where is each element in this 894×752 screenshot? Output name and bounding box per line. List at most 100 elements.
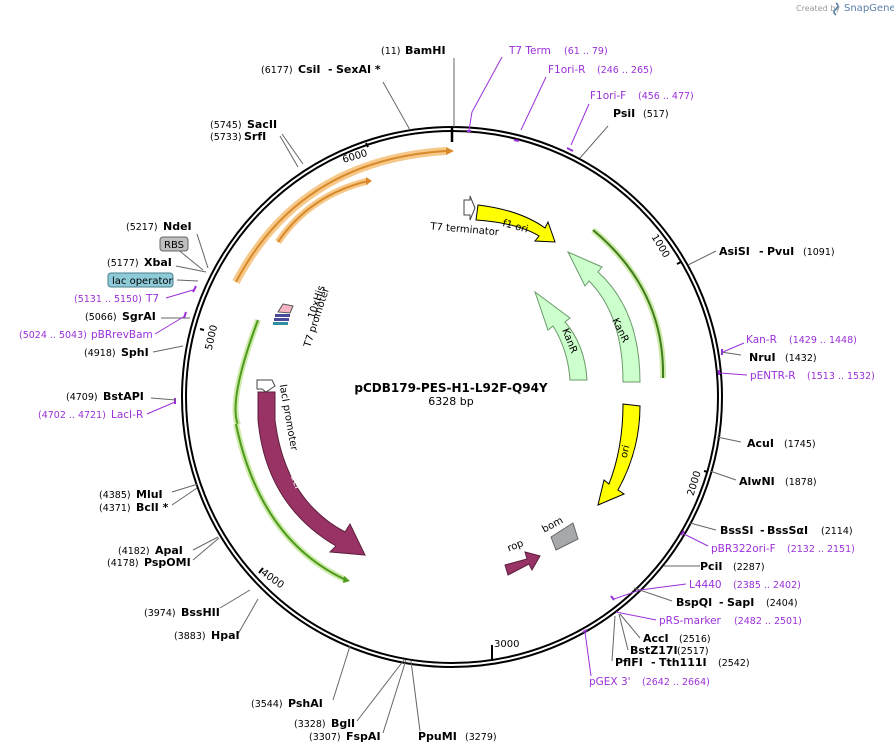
- enzyme-bcli: (4371)BclI *: [99, 501, 169, 514]
- svg-text:PsiI: PsiI: [613, 107, 635, 120]
- svg-text:(2517): (2517): [677, 646, 709, 657]
- enzyme-mlui: (4385) MluI: [99, 488, 163, 501]
- svg-text:(4918): (4918): [84, 348, 116, 359]
- feature-t7-terminator: [463, 195, 476, 221]
- primer-pgex-3: pGEX 3'(2642 .. 2664): [589, 676, 710, 688]
- svg-text:(2404): (2404): [766, 598, 798, 609]
- feature-rop: [504, 551, 541, 576]
- enzyme-bspqi-sapi: BspQI-SapI(2404): [676, 596, 798, 609]
- svg-text:T7 Term: T7 Term: [508, 45, 551, 57]
- enzyme-bstz17i: BstZ17I(2517): [630, 644, 709, 657]
- tick-3000: 3000: [494, 639, 519, 650]
- svg-text:BssHII: BssHII: [181, 606, 220, 619]
- svg-text:(517): (517): [643, 109, 669, 120]
- enzyme-pshai: (3544)PshAI: [251, 697, 323, 710]
- svg-text:(2114): (2114): [821, 526, 853, 537]
- svg-text:AccI: AccI: [643, 632, 669, 645]
- svg-text:(5177): (5177): [107, 258, 139, 269]
- svg-text:LacI-R: LacI-R: [111, 409, 143, 421]
- enzyme-hpai: (3883)HpaI: [174, 629, 240, 642]
- svg-text:SphI: SphI: [121, 346, 149, 359]
- primer-leaders: [146, 56, 748, 677]
- svg-text:L4440: L4440: [689, 579, 722, 591]
- rbs-box: RBS: [159, 236, 189, 252]
- svg-text:(3974): (3974): [144, 608, 176, 619]
- primer-labels: T7 Term (61 .. 79) F1ori-R (246 .. 265) F1…: [19, 45, 875, 688]
- svg-text:(2385 .. 2402): (2385 .. 2402): [733, 580, 801, 591]
- svg-text:F1ori-R: F1ori-R: [548, 64, 585, 76]
- svg-text:AlwNI: AlwNI: [739, 475, 775, 488]
- svg-text:(11): (11): [381, 46, 401, 57]
- enzyme-leaders: [150, 58, 742, 734]
- enzyme-ndei: (5217) NdeI: [126, 220, 192, 233]
- svg-text:-: -: [760, 524, 765, 537]
- svg-text:-: -: [719, 596, 724, 609]
- tick-5000: 5000: [204, 324, 220, 351]
- svg-text:(5131 .. 5150): (5131 .. 5150): [74, 294, 142, 305]
- svg-text:NdeI: NdeI: [163, 220, 192, 233]
- lac-operator-box: lac operator: [107, 272, 174, 288]
- svg-text:pRS-marker: pRS-marker: [659, 615, 722, 627]
- svg-text:(2482 .. 2501): (2482 .. 2501): [734, 616, 802, 627]
- svg-text:-: -: [328, 63, 333, 76]
- svg-text:(5217): (5217): [126, 222, 158, 233]
- svg-text:BstZ17I: BstZ17I: [630, 644, 678, 657]
- svg-text:(1878): (1878): [785, 477, 817, 488]
- primer-pentr-r: pENTR-R(1513 .. 1532): [750, 370, 875, 382]
- primer-pbr322ori-f: pBR322ori-F(2132 .. 2151): [711, 543, 855, 555]
- primer-marks: [174, 130, 723, 633]
- enzyme-labels: (11)BamHI (6177)CsiI-SexAI * PsiI(517) (…: [66, 44, 853, 743]
- enzyme-ppumi: PpuMI(3279): [418, 730, 497, 743]
- svg-text:AsiSI: AsiSI: [719, 245, 750, 258]
- svg-text:(4709): (4709): [66, 392, 98, 403]
- svg-text:(3328): (3328): [294, 719, 326, 730]
- primer-l4440: L4440 (2385 .. 2402): [689, 579, 801, 591]
- svg-text:NruI: NruI: [749, 351, 776, 364]
- label-ori: ori: [619, 444, 633, 459]
- credit-text: Created by: [796, 4, 840, 13]
- svg-text:(246 .. 265): (246 .. 265): [597, 65, 653, 76]
- svg-text:(4371): (4371): [99, 503, 131, 514]
- svg-text:(61 .. 79): (61 .. 79): [564, 46, 608, 57]
- plasmid-length: 6328 bp: [428, 395, 473, 408]
- svg-text:(5733): (5733): [210, 132, 242, 143]
- primer-laci-r: (4702 .. 4721) LacI-R: [38, 409, 143, 421]
- primer-t7-term: T7 Term (61 .. 79): [508, 45, 608, 57]
- primer-t7: (5131 .. 5150)T7: [74, 293, 159, 305]
- svg-text:(1745): (1745): [784, 439, 816, 450]
- svg-text:(1513 .. 1532): (1513 .. 1532): [807, 371, 875, 382]
- enzyme-sphi: (4918) SphI: [84, 346, 149, 359]
- enzyme-pflfi-tth111i: PflFI-Tth111I(2542): [615, 656, 750, 669]
- svg-text:(4385): (4385): [99, 490, 131, 501]
- feature-bom: [550, 522, 579, 551]
- svg-text:SacII: SacII: [247, 118, 277, 131]
- svg-text:(2287): (2287): [733, 562, 765, 573]
- svg-text:-: -: [651, 656, 656, 669]
- svg-text:BssSαI: BssSαI: [767, 524, 808, 537]
- svg-text:RBS: RBS: [164, 240, 184, 251]
- svg-text:MluI: MluI: [136, 488, 163, 501]
- primer-f1ori-r: F1ori-R (246 .. 265): [548, 64, 653, 76]
- svg-text:BglI: BglI: [331, 717, 355, 730]
- svg-text:(5745): (5745): [210, 120, 242, 131]
- svg-text:(1091): (1091): [803, 247, 835, 258]
- svg-text:(4178): (4178): [107, 558, 139, 569]
- primer-pbrrevbam: (5024 .. 5043)pBRrevBam: [19, 329, 153, 341]
- svg-text:(2516): (2516): [679, 634, 711, 645]
- feature-t7-promoter: [273, 303, 294, 325]
- svg-text:pGEX 3': pGEX 3': [589, 676, 631, 688]
- svg-text:PvuI: PvuI: [767, 245, 794, 258]
- svg-text:(2542): (2542): [718, 658, 750, 669]
- enzyme-srfi: (5733)SrfI: [210, 130, 266, 143]
- feature-kanr-inner: [534, 290, 588, 381]
- enzyme-fspai: (3307)FspAI: [309, 730, 381, 743]
- feature-ori: [597, 403, 641, 506]
- svg-text:lac operator: lac operator: [112, 276, 173, 287]
- feature-f1-ori: [475, 204, 556, 243]
- svg-text:(1429 .. 1448): (1429 .. 1448): [789, 335, 857, 346]
- feature-laci: [257, 391, 366, 556]
- enzyme-bstapi: (4709)BstAPI: [66, 390, 144, 403]
- feature-arcs: [232, 147, 667, 583]
- svg-text:(4702 .. 4721): (4702 .. 4721): [38, 410, 106, 421]
